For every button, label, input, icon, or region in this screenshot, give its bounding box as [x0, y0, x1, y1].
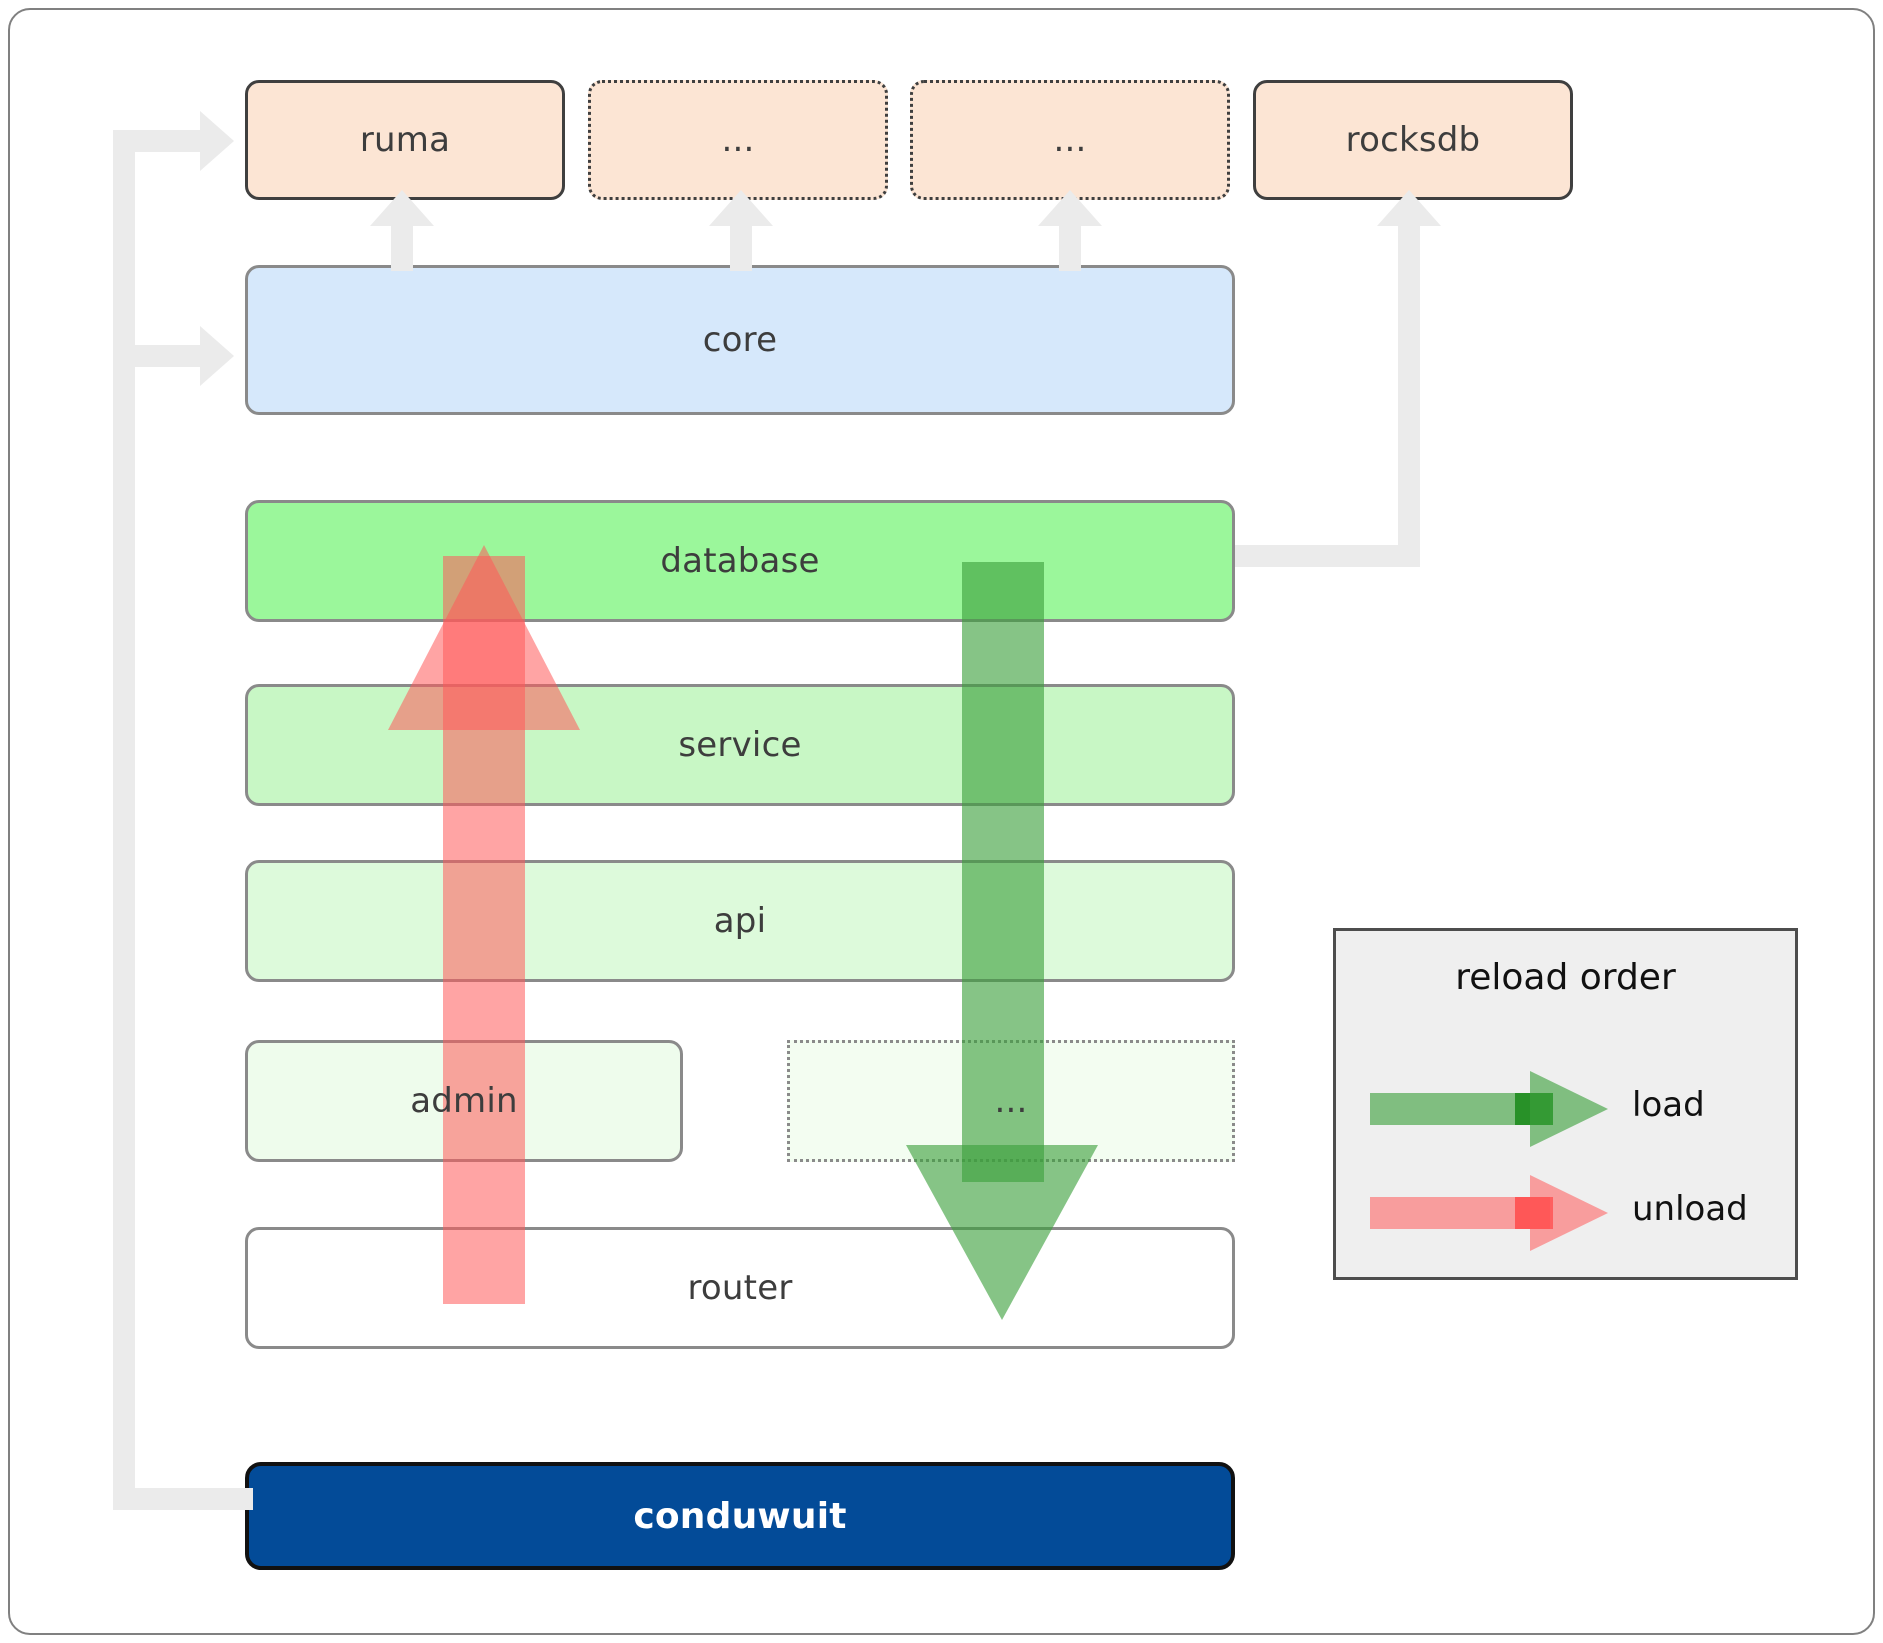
layer-box-service[interactable]: service: [245, 684, 1235, 806]
legend-unload-arrowhead: [1530, 1175, 1608, 1251]
legend-panel: reload order load unload: [1333, 928, 1798, 1280]
dependency-box-dots-a[interactable]: ...: [588, 80, 888, 200]
connector-core-to-ruma: [391, 225, 413, 271]
load-arrow-shaft: [962, 562, 1044, 1182]
connector-branch-to-conduwuit: [113, 1488, 253, 1510]
connector-branch-to-ruma: [113, 130, 203, 152]
connector-arrowhead-core-dots-a: [709, 190, 773, 226]
connector-database-to-rocksdb-horizontal: [1235, 545, 1420, 567]
layer-box-api[interactable]: api: [245, 860, 1235, 982]
legend-row-unload: unload: [1370, 1175, 1770, 1251]
load-arrow-head: [906, 1145, 1098, 1320]
connector-arrowhead-core-dots-b: [1038, 190, 1102, 226]
binary-label-conduwuit: conduwuit: [633, 1495, 847, 1537]
layer-label-admin: admin: [410, 1081, 518, 1121]
legend-load-label: load: [1632, 1085, 1705, 1125]
layer-label-dots-c: ...: [994, 1081, 1028, 1121]
unload-arrow-head: [388, 545, 580, 730]
legend-row-load: load: [1370, 1071, 1770, 1147]
dependency-box-dots-b[interactable]: ...: [910, 80, 1230, 200]
core-label: core: [702, 320, 778, 360]
dependency-label-ruma: ruma: [359, 120, 451, 160]
core-box[interactable]: core: [245, 265, 1235, 415]
connector-database-to-rocksdb-vertical: [1398, 225, 1420, 567]
connector-core-to-dots-b: [1059, 225, 1081, 271]
layer-label-database: database: [660, 541, 820, 581]
connector-branch-to-core: [113, 345, 203, 367]
connector-arrowhead-rocksdb: [1377, 190, 1441, 226]
connector-core-to-dots-a: [730, 225, 752, 271]
binary-box-conduwuit[interactable]: conduwuit: [245, 1462, 1235, 1570]
dependency-label-dots-a: ...: [721, 120, 755, 160]
diagram-frame: [8, 8, 1875, 1635]
dependency-box-rocksdb[interactable]: rocksdb: [1253, 80, 1573, 200]
connector-trunk-vertical: [113, 130, 135, 1510]
layer-label-service: service: [678, 725, 802, 765]
connector-arrowhead-core-ruma: [370, 190, 434, 226]
legend-title: reload order: [1455, 957, 1676, 998]
dependency-label-dots-b: ...: [1053, 120, 1087, 160]
legend-load-arrowhead: [1530, 1071, 1608, 1147]
dependency-box-ruma[interactable]: ruma: [245, 80, 565, 200]
connector-arrowhead-ruma: [200, 111, 234, 171]
legend-unload-label: unload: [1632, 1189, 1748, 1229]
layer-label-api: api: [713, 901, 767, 941]
connector-arrowhead-core: [200, 326, 234, 386]
dependency-label-rocksdb: rocksdb: [1345, 120, 1481, 160]
layer-label-router: router: [687, 1268, 793, 1308]
